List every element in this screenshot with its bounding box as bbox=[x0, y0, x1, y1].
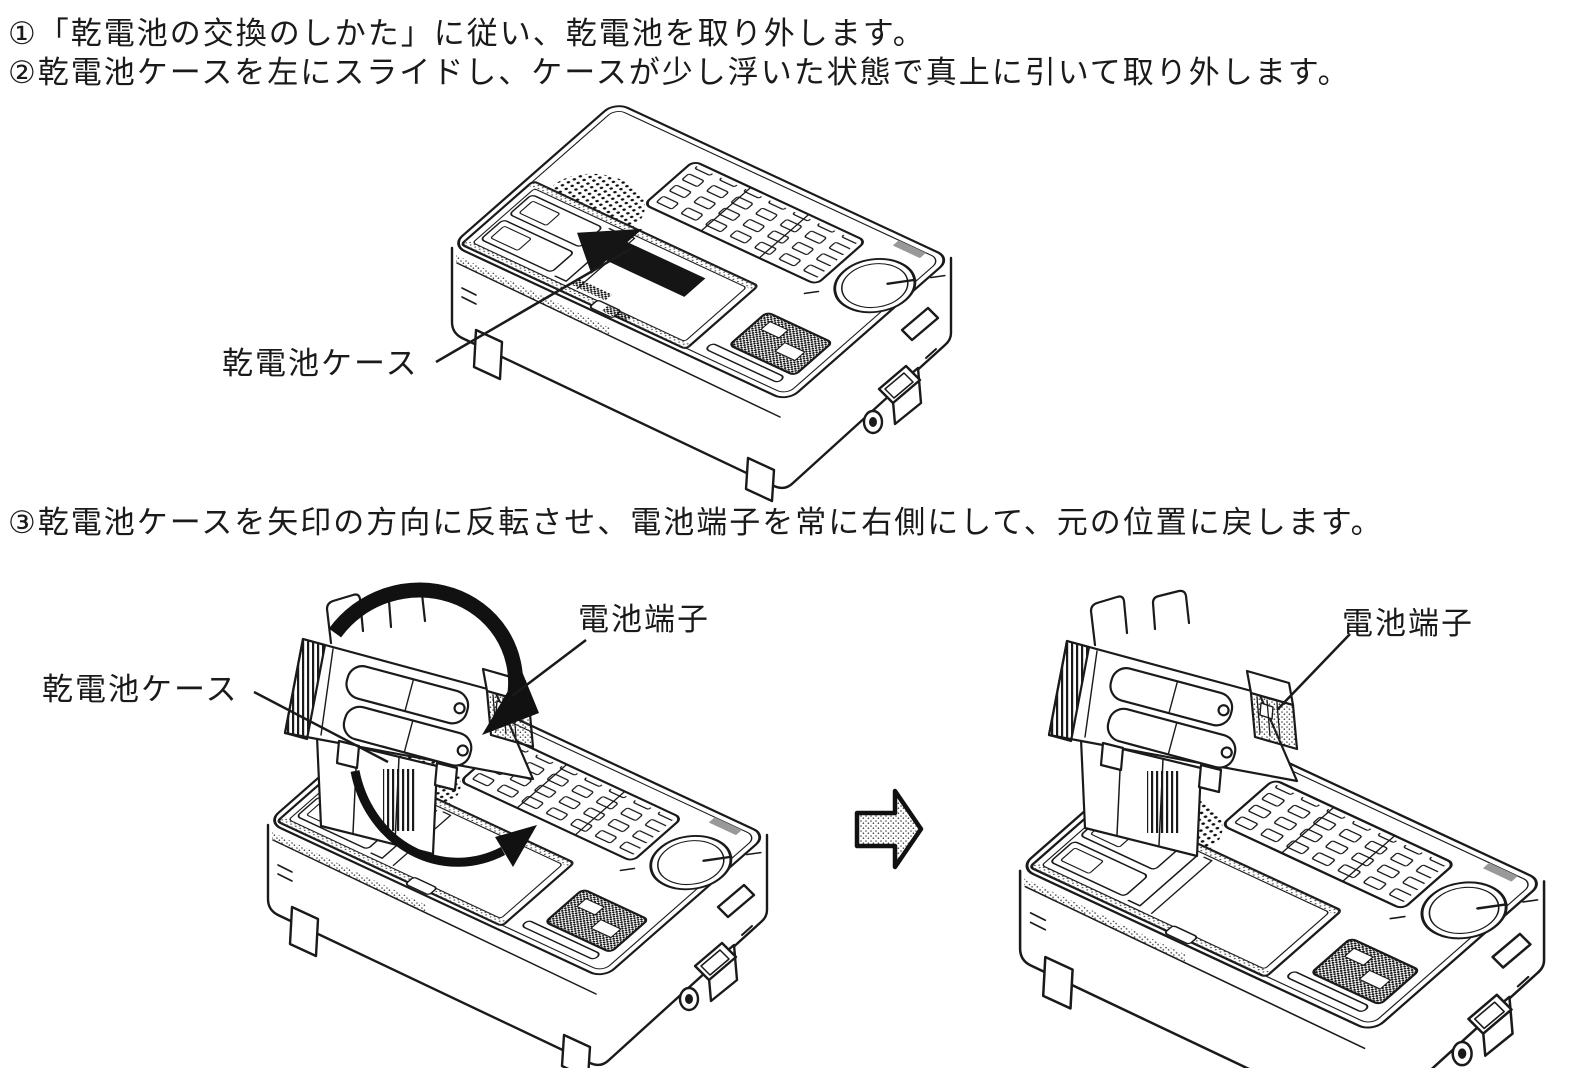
instruction-step-3: ③乾電池ケースを矢印の方向に反転させ、電池端子を常に右側にして、元の位置に戻しま… bbox=[8, 505, 1384, 540]
figure-slide-battery-case bbox=[450, 100, 962, 503]
instruction-step-2: ②乾電池ケースを左にスライドし、ケースが少し浮いた状態で真上に引いて取り外します… bbox=[8, 55, 1351, 90]
label-battery-case-fig2: 乾電池ケース bbox=[42, 672, 239, 707]
instruction-step-1: ①「乾電池の交換のしかた」に従い、乾電池を取り外します。 bbox=[8, 16, 926, 51]
slide-direction-arrow bbox=[577, 228, 706, 297]
leader-line-battery-case-top bbox=[435, 246, 633, 364]
leader-line-terminal-right bbox=[1276, 633, 1351, 711]
label-battery-terminal-fig2: 電池端子 bbox=[578, 602, 710, 637]
label-battery-terminal-fig3: 電池端子 bbox=[1342, 606, 1474, 641]
next-step-arrow bbox=[854, 788, 924, 870]
leader-line-terminal-left bbox=[511, 639, 587, 697]
leader-line-battery-case-bottom bbox=[253, 690, 389, 764]
label-battery-case-fig1: 乾電池ケース bbox=[222, 346, 419, 381]
